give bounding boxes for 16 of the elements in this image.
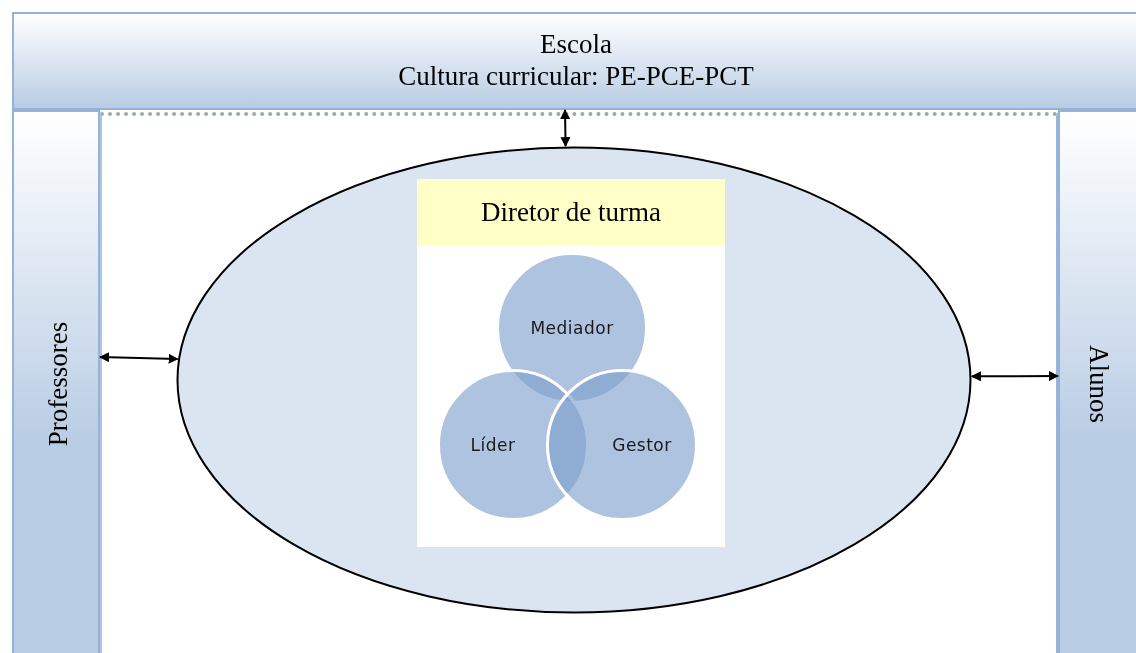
double-arrow [970, 371, 1059, 382]
venn-label: Mediador [530, 318, 614, 338]
header-band [12, 12, 1136, 110]
double-arrow [560, 109, 571, 148]
card-title: Diretor de turma [481, 197, 661, 228]
double-arrow [99, 352, 179, 364]
side-band [1058, 110, 1136, 653]
role-card [417, 179, 725, 547]
band-text: Escola [540, 28, 612, 60]
venn-label: Gestor [612, 435, 672, 455]
venn-label: Líder [470, 435, 516, 455]
side-band [12, 110, 100, 653]
ellipse-shape [176, 146, 972, 614]
band-text: Professores [43, 321, 73, 446]
band-text: Cultura curricular: PE-PCE-PCT [398, 60, 754, 92]
band-text: Alunos [1084, 344, 1114, 423]
